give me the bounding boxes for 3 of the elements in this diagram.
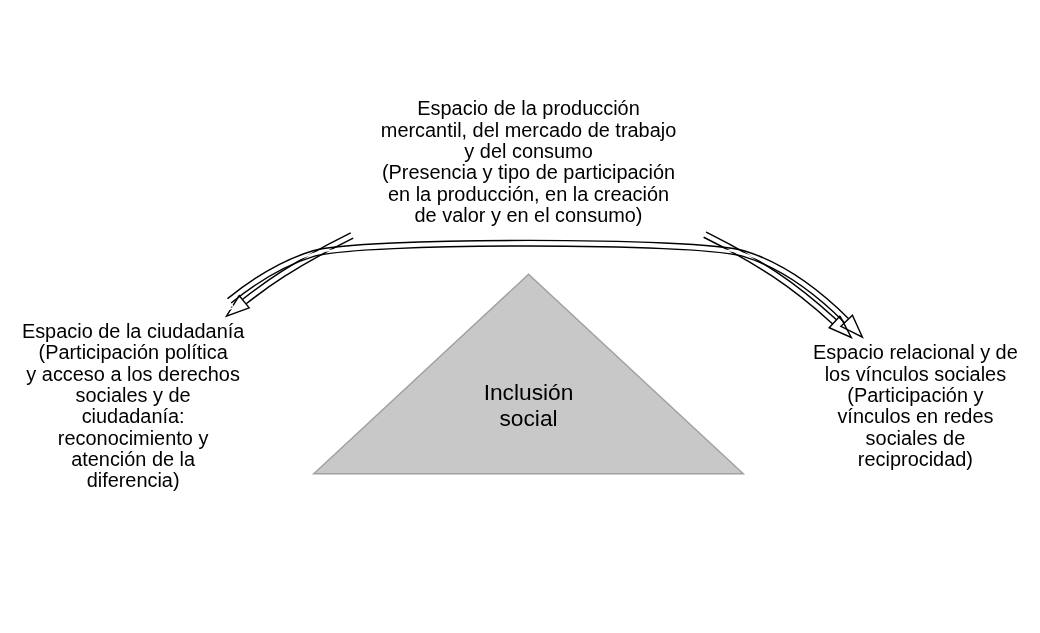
node-text: Espacio de la producción mercantil, del mercado de trabajo y del consumo (Presencia y tipo de participación en la producción, en la creación de valor y en el consumo) xyxy=(380,96,677,226)
node-text: Espacio de la ciudadanía (Participación política y acceso a los derechos sociales y de ciudadanía: reconocimiento y atención de la diferencia) xyxy=(21,319,245,491)
node-text: Espacio relacional y de los vínculos sociales (Participación y vínculos en redes sociales de reciprocidad) xyxy=(813,340,1018,470)
